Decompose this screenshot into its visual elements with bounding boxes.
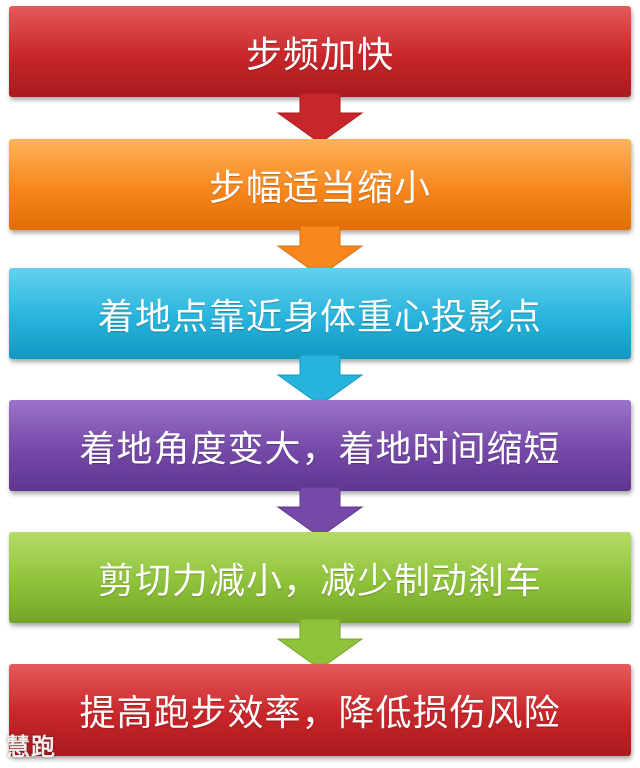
down-arrow-icon — [276, 93, 364, 143]
step-label-6: 提高跑步效率，降低损伤风险 — [79, 693, 561, 734]
step-box-6: 提高跑步效率，降低损伤风险 — [9, 664, 631, 756]
step-label-1: 步频加快 — [245, 34, 394, 76]
step-box-5: 剪切力减小，减少制动刹车 — [9, 532, 631, 623]
step-label-5: 剪切力减小，减少制动刹车 — [97, 560, 542, 602]
step-label-3: 着地点靠近身体重心投影点 — [97, 296, 542, 338]
down-arrow-icon — [276, 226, 364, 276]
step-box-4: 着地角度变大，着地时间缩短 — [9, 400, 631, 491]
step-box-1: 步频加快 — [9, 6, 631, 97]
step-label-2: 步幅适当缩小 — [208, 167, 431, 209]
down-arrow-icon — [276, 355, 364, 405]
watermark-logo: 慧跑 — [6, 733, 56, 761]
step-label-4: 着地角度变大，着地时间缩短 — [79, 428, 561, 470]
step-box-2: 步幅适当缩小 — [9, 139, 631, 230]
down-arrow-icon — [276, 487, 364, 537]
step-box-3: 着地点靠近身体重心投影点 — [9, 268, 631, 359]
down-arrow-icon — [276, 619, 364, 669]
